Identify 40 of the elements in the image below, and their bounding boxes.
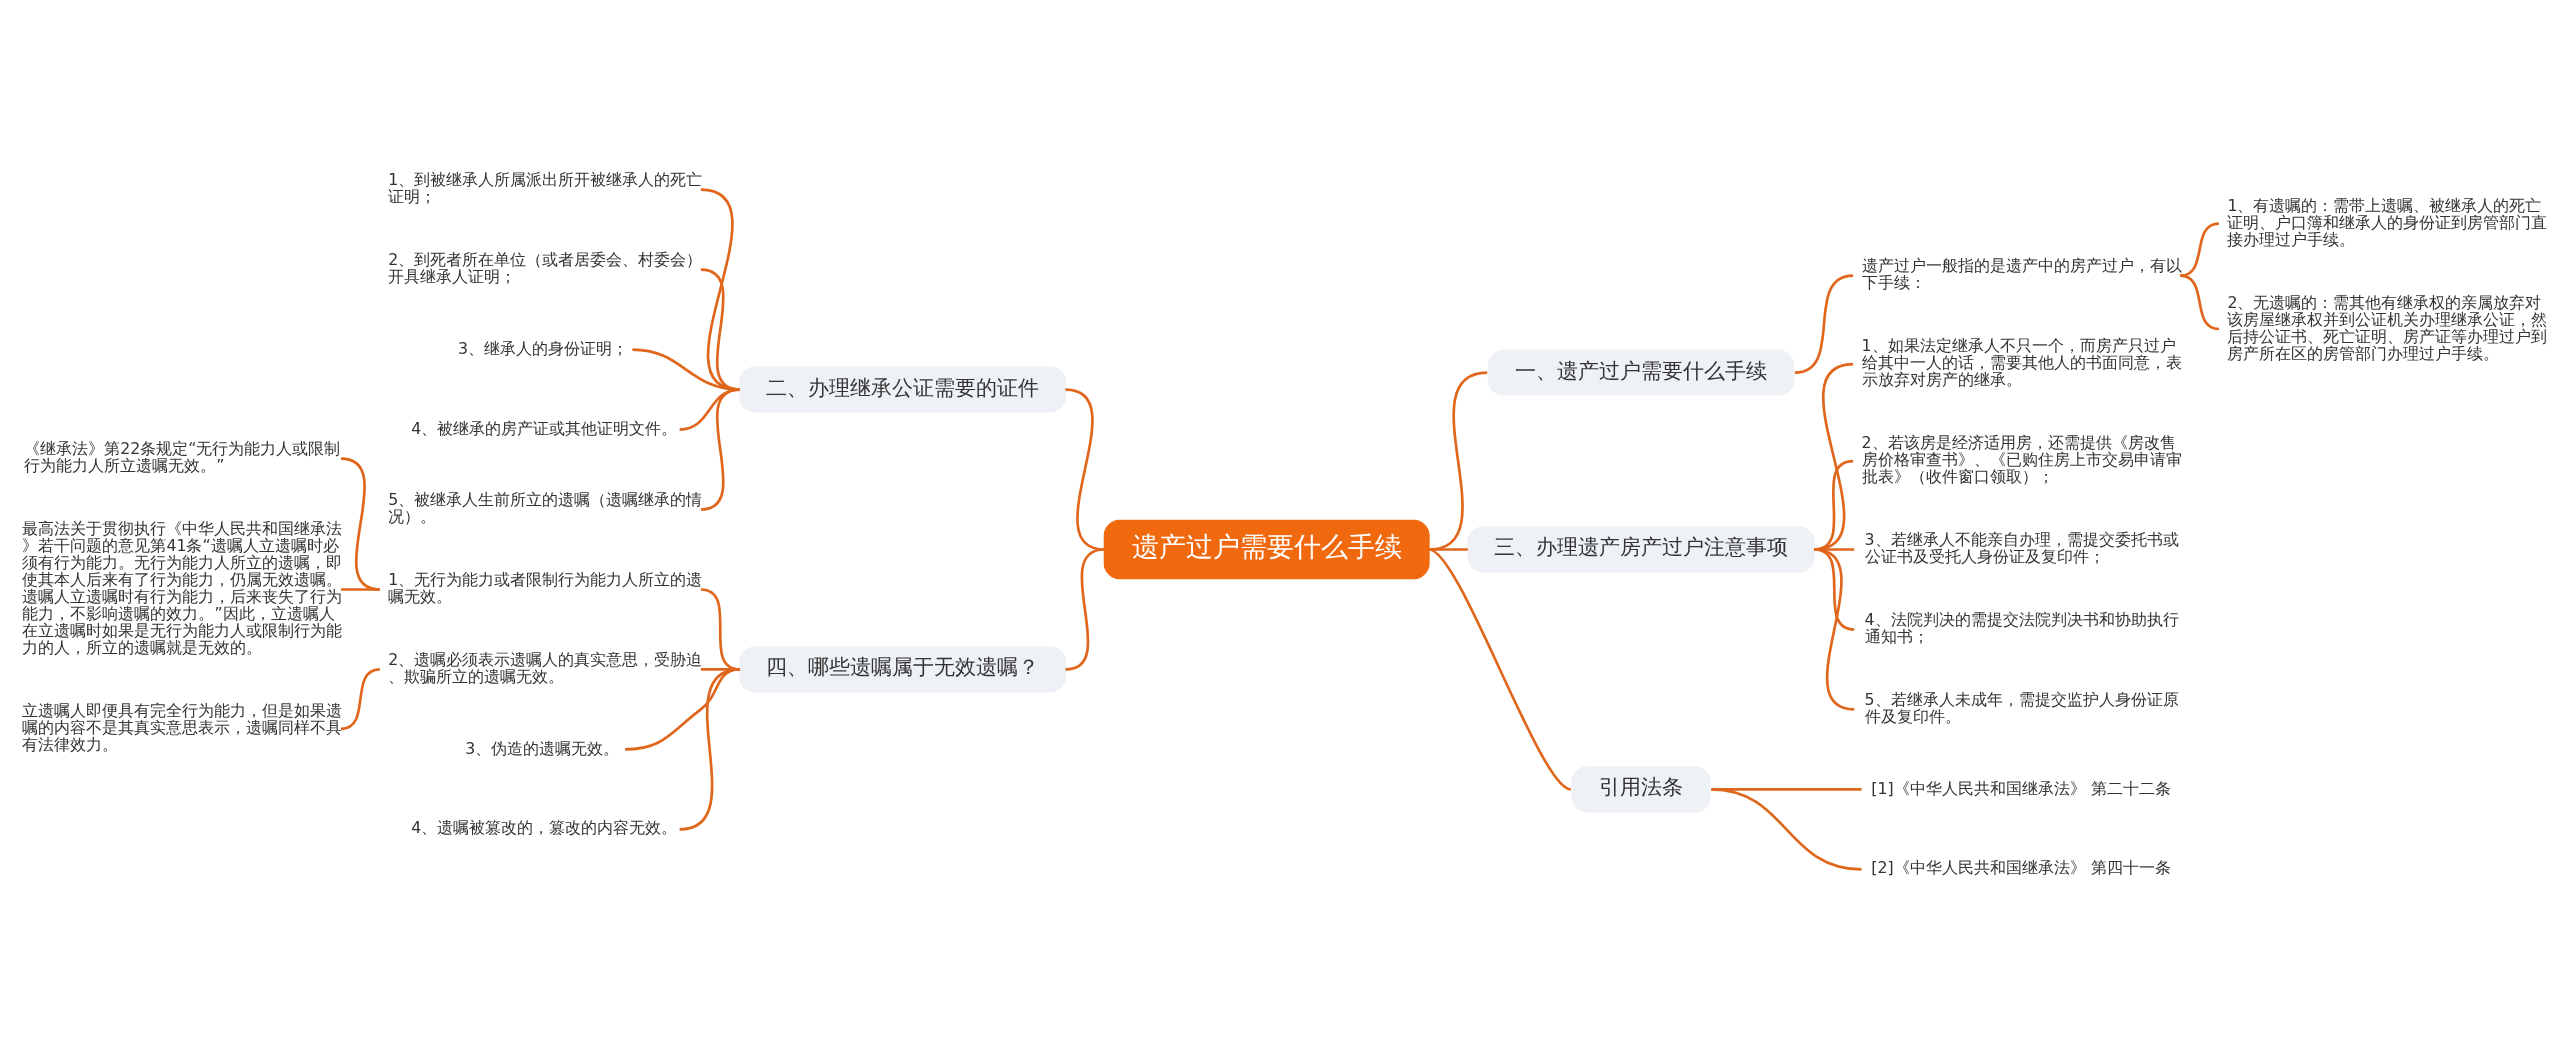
connector xyxy=(2180,222,2220,277)
node-text: 5、被继承人生前所立的遗嘱（遗嘱继承的情况）。 xyxy=(388,490,703,527)
node-box: 二、办理继承公证需要的证件 xyxy=(739,366,1067,413)
connector xyxy=(679,668,740,831)
connector xyxy=(1794,274,1854,374)
connector xyxy=(1814,548,1855,711)
connector xyxy=(700,388,740,511)
node-text: 2、若该房是经济适用房，还需提供《房改售房价格审查书》、《已购住房上市交易申请审批表》（收件窗口领取）； xyxy=(1861,433,2182,487)
node-text: 1、到被继承人所属派出所开被继承人的死亡证明； xyxy=(388,170,703,207)
node-text: 3、若继承人不能亲自办理，需提交委托书或公证书及受托人身份证及复印件； xyxy=(1864,530,2179,567)
node-box: 四、哪些遗嘱属于无效遗嘱？ xyxy=(739,646,1067,693)
node-text: 遗产过户一般指的是遗产中的房产过户，有以下手续： xyxy=(1861,256,2182,293)
connector xyxy=(341,588,380,591)
node-text: 1、如果法定继承人不只一个，而房产只过户给其中一人的话，需要其他人的书面同意，表示放弃对房产的继承。 xyxy=(1861,336,2182,390)
node-text: 5、若继承人未成年，需提交监护人身份证原件及复印件。 xyxy=(1864,690,2179,727)
node-text: 立遗嘱人即便具有完全行为能力，但是如果遗嘱的内容不是其真实意思表示，遗嘱同样不具有法律效力。 xyxy=(22,700,343,754)
node-box: 三、办理遗产房产过户注意事项 xyxy=(1467,526,1815,573)
node-box: 一、遗产过户需要什么手续 xyxy=(1487,349,1795,396)
connector xyxy=(1428,371,1488,551)
node-text: [1]《中华人民共和国继承法》 第二十二条 xyxy=(1871,778,2171,798)
node-text: 《继承法》第22条规定“无行为能力人或限制行为能力人所立遗嘱无效。” xyxy=(24,439,341,476)
node-text: 2、到死者所在单位（或者居委会、村委会）开具继承人证明； xyxy=(388,250,703,287)
node-box: 遗产过户需要什么手续 xyxy=(1103,519,1430,580)
node-box: 引用法条 xyxy=(1571,766,1711,813)
node-text: 最高法关于贯彻执行《中华人民共和国继承法》若干问题的意见第41条“遗嘱人立遗嘱时必须有行为能力。无行为能力人所立的遗嘱，即使其本人后来有了行为能力，仍属无效遗嘱。遗嘱人立遗嘱时有行为能力，后来丧失了行为能力，不影响遗嘱的效力。”因此，立遗嘱人在立遗嘱时如果是无行为能力人或限制行为能力的人，所立的遗嘱就是无效的。 xyxy=(22,519,343,657)
connector xyxy=(2180,274,2220,331)
connector xyxy=(1429,548,1468,551)
node-text: 3、伪造的遗嘱无效。 xyxy=(465,738,620,758)
node-text: 4、遗嘱被篡改的，篡改的内容无效。 xyxy=(411,818,678,838)
node-text: 2、遗嘱必须表示遗嘱人的真实意思，受胁迫、欺骗所立的遗嘱无效。 xyxy=(388,650,703,687)
node-text: 2、无遗嘱的：需其他有继承权的亲属放弃对该房屋继承权并到公证机关办理继承公证，然后持公证书、死亡证明、房产证等办理过户到房产所在区的房管部门办理过户手续。 xyxy=(2227,292,2548,363)
connector xyxy=(1428,548,1572,791)
node-text: 1、无行为能力或者限制行为能力人所立的遗嘱无效。 xyxy=(388,570,703,607)
node-text: 4、被继承的房产证或其他证明文件。 xyxy=(411,418,678,438)
connector xyxy=(340,668,381,731)
node-text: 3、继承人的身份证明； xyxy=(457,338,628,358)
node-text: 1、有遗嘱的：需带上遗嘱、被继承人的死亡证明、户口簿和继承人的身份证到房管部门直接办理过户手续。 xyxy=(2227,195,2548,249)
connector xyxy=(1711,788,1862,871)
node-text: [2]《中华人民共和国继承法》 第四十一条 xyxy=(1871,858,2171,878)
node-text: 4、法院判决的需提交法院判决书和协助执行通知书； xyxy=(1864,610,2179,647)
